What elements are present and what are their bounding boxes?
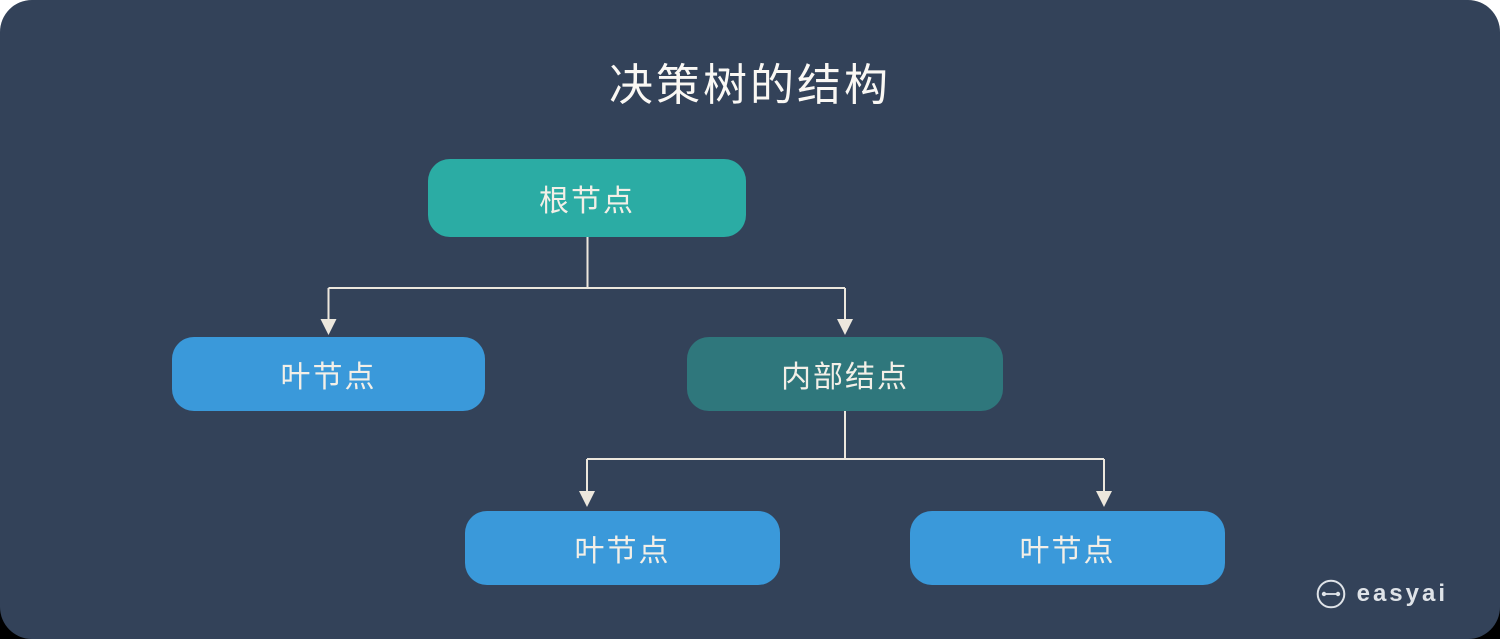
brand-name: easyai — [1356, 580, 1448, 607]
arrowheads — [320, 319, 1112, 507]
node-leaf-left: 叶节点 — [172, 337, 485, 411]
node-leaf-bottom-left: 叶节点 — [465, 511, 780, 585]
node-leaf-bottom-left-label: 叶节点 — [574, 535, 671, 568]
node-root-label: 根节点 — [539, 185, 635, 218]
node-internal-label: 内部结点 — [781, 361, 909, 394]
brand-logo: easyai — [1316, 579, 1448, 609]
node-internal: 内部结点 — [687, 337, 1003, 411]
node-root: 根节点 — [428, 159, 746, 237]
node-leaf-bottom-right: 叶节点 — [910, 511, 1225, 585]
node-leaf-left-label: 叶节点 — [280, 361, 377, 394]
easyai-robot-face-icon — [1316, 579, 1345, 609]
diagram-title: 决策树的结构 — [609, 61, 891, 110]
connector-root-to-children — [327, 237, 846, 321]
connector-internal-to-children — [586, 411, 1105, 493]
node-leaf-bottom-right-label: 叶节点 — [1019, 535, 1116, 568]
